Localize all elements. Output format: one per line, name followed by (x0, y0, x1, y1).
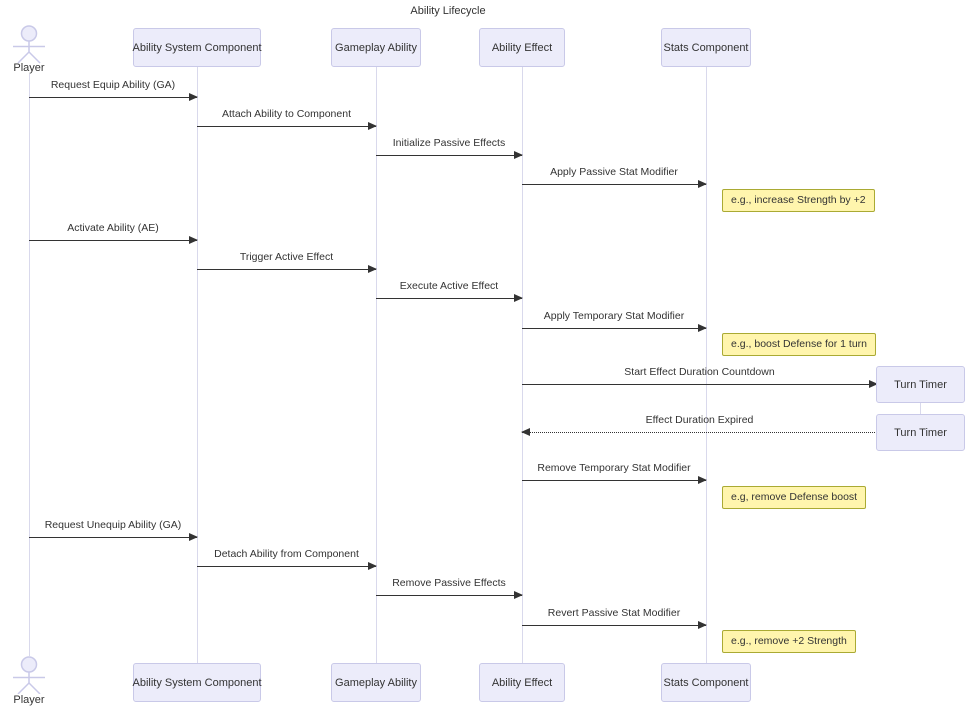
participant-box-ability-system-component-top: Ability System Component (132, 28, 262, 67)
message-label: Activate Ability (AE) (67, 222, 159, 234)
message-apply-temporary-stat-modifier: Apply Temporary Stat Modifier (522, 310, 707, 332)
message-execute-active-effect: Execute Active Effect (376, 280, 523, 302)
message-remove-temporary-stat-modifier: Remove Temporary Stat Modifier (522, 462, 707, 484)
note-remove-defense-boost: e.g, remove Defense boost (722, 486, 867, 509)
message-label: Revert Passive Stat Modifier (547, 607, 681, 619)
participant-box-turn-timer-end: Turn Timer (876, 414, 965, 451)
message-arrow (376, 151, 523, 159)
note-remove-strength: e.g., remove +2 Strength (722, 630, 856, 653)
message-label: Attach Ability to Component (222, 108, 351, 120)
message-arrow (29, 93, 198, 101)
message-trigger-active-effect: Trigger Active Effect (197, 251, 377, 273)
message-label: Remove Passive Effects (392, 577, 506, 589)
message-detach-ability: Detach Ability from Component (197, 548, 377, 570)
participant-label: Ability Effect (491, 676, 553, 689)
diagram-title: Ability Lifecycle (410, 5, 486, 17)
participant-box-ability-effect-top: Ability Effect (479, 28, 565, 67)
participant-label: Turn Timer (894, 426, 947, 439)
message-effect-duration-expired: Effect Duration Expired (521, 414, 877, 436)
message-arrow (522, 621, 707, 629)
participant-label: Gameplay Ability (335, 41, 417, 54)
message-arrow (197, 265, 377, 273)
message-arrow (29, 236, 198, 244)
message-label: Start Effect Duration Countdown (624, 366, 775, 378)
lifeline-turn-timer (920, 403, 921, 414)
lifeline-gameplay-ability (376, 67, 377, 663)
message-remove-passive-effects: Remove Passive Effects (376, 577, 523, 599)
message-label: Execute Active Effect (399, 280, 499, 292)
message-arrow (376, 294, 523, 302)
participant-box-ability-effect-bottom: Ability Effect (479, 663, 565, 702)
lifeline-player (29, 74, 30, 656)
message-revert-passive-stat-modifier: Revert Passive Stat Modifier (522, 607, 707, 629)
participant-label: Turn Timer (894, 378, 947, 391)
message-arrow (197, 562, 377, 570)
message-arrow (197, 122, 377, 130)
message-label: Initialize Passive Effects (392, 137, 506, 149)
message-label: Request Unequip Ability (GA) (44, 519, 182, 531)
message-label: Effect Duration Expired (645, 414, 754, 426)
message-label: Apply Passive Stat Modifier (550, 166, 678, 178)
message-attach-ability: Attach Ability to Component (197, 108, 377, 130)
participant-box-stats-component-top: Stats Component (661, 28, 751, 67)
message-label: Detach Ability from Component (214, 548, 359, 560)
message-label: Remove Temporary Stat Modifier (537, 462, 691, 474)
message-arrow (522, 324, 707, 332)
lifeline-stats-component (706, 67, 707, 663)
participant-label: Ability System Component (132, 676, 262, 689)
message-start-effect-duration-countdown: Start Effect Duration Countdown (522, 366, 878, 388)
participant-box-gameplay-ability-bottom: Gameplay Ability (331, 663, 421, 702)
lifeline-ability-effect (522, 67, 523, 663)
message-label: Trigger Active Effect (239, 251, 334, 263)
participant-box-turn-timer-created: Turn Timer (876, 366, 965, 403)
note-increase-strength: e.g., increase Strength by +2 (722, 189, 875, 212)
participant-label: Stats Component (663, 676, 749, 689)
participant-label: Stats Component (663, 41, 749, 54)
participant-label: Ability System Component (132, 41, 262, 54)
message-apply-passive-stat-modifier: Apply Passive Stat Modifier (522, 166, 707, 188)
message-arrow (522, 380, 878, 388)
player-actor-label-top: Player (13, 62, 45, 74)
participant-box-ability-system-component-bottom: Ability System Component (132, 663, 262, 702)
message-arrow (522, 180, 707, 188)
message-arrow (376, 591, 523, 599)
message-activate-ability: Activate Ability (AE) (29, 222, 198, 244)
message-initialize-passive-effects: Initialize Passive Effects (376, 137, 523, 159)
message-arrow (521, 428, 877, 436)
message-label: Request Equip Ability (GA) (50, 79, 176, 91)
participant-label: Gameplay Ability (335, 676, 417, 689)
message-label: Apply Temporary Stat Modifier (543, 310, 685, 322)
participant-box-gameplay-ability-top: Gameplay Ability (331, 28, 421, 67)
player-actor-icon-bottom (13, 656, 45, 695)
lifeline-ability-system-component (197, 67, 198, 663)
message-arrow (522, 476, 707, 484)
message-request-equip-ability: Request Equip Ability (GA) (29, 79, 198, 101)
message-request-unequip-ability: Request Unequip Ability (GA) (29, 519, 198, 541)
player-actor-icon (13, 25, 45, 64)
participant-label: Ability Effect (491, 41, 553, 54)
participant-box-stats-component-bottom: Stats Component (661, 663, 751, 702)
note-boost-defense: e.g., boost Defense for 1 turn (722, 333, 876, 356)
player-actor-label-bottom: Player (13, 694, 45, 706)
message-arrow (29, 533, 198, 541)
